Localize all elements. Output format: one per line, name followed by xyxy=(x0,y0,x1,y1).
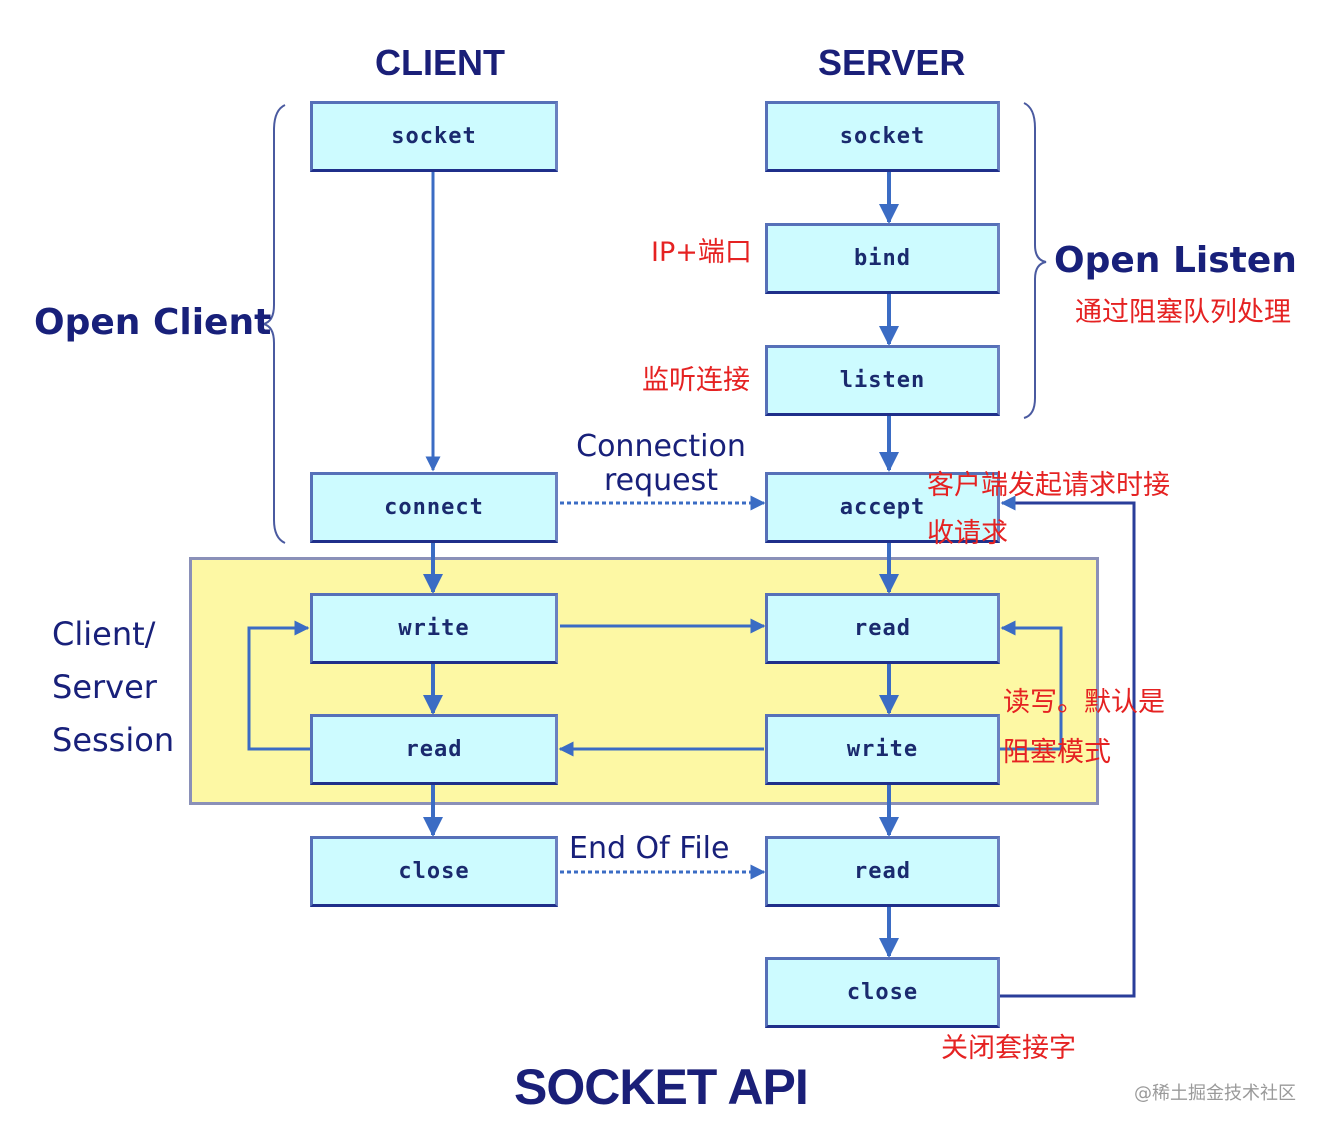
arrow-server-close-loop-to-accept xyxy=(1000,495,1136,998)
open-listen-label: Open Listen xyxy=(1054,240,1297,281)
accept-annotation-line-1: 客户端发起请求时接 xyxy=(927,470,1170,501)
server-column-title: SERVER xyxy=(818,42,966,83)
arrow-server-write-loop-to-read xyxy=(1000,620,1063,751)
connection-request-line-1: Connection xyxy=(576,429,746,464)
connection-request-line-2: request xyxy=(603,463,719,498)
client-column-title: CLIENT xyxy=(375,42,505,83)
client-read-node[interactable]: read xyxy=(310,714,558,785)
connection-request-label: Connection request xyxy=(572,430,750,498)
server-write-node[interactable]: write xyxy=(765,714,1000,785)
server-bind-node[interactable]: bind xyxy=(765,223,1000,294)
close-annotation: 关闭套接字 xyxy=(941,1033,1076,1064)
session-annotation-line-1: 读写。默认是 xyxy=(1003,687,1165,718)
open-client-label: Open Client xyxy=(34,302,272,343)
client-close-node[interactable]: close xyxy=(310,836,558,907)
listen-annotation: 监听连接 xyxy=(642,365,750,396)
open-listen-brace xyxy=(1023,102,1047,419)
client-socket-node[interactable]: socket xyxy=(310,101,558,172)
arrow-client-read-loop-to-write xyxy=(247,620,310,751)
server-read-node[interactable]: read xyxy=(765,593,1000,664)
client-write-node[interactable]: write xyxy=(310,593,558,664)
session-label-line-2: Server xyxy=(52,668,157,706)
client-connect-node[interactable]: connect xyxy=(310,472,558,543)
server-close-node[interactable]: close xyxy=(765,957,1000,1028)
open-client-brace xyxy=(262,104,286,544)
session-annotation-line-2: 阻塞模式 xyxy=(1003,737,1111,768)
client-server-session-label: Client/ Server Session xyxy=(52,608,174,767)
server-listen-node[interactable]: listen xyxy=(765,345,1000,416)
server-accept-node[interactable]: accept xyxy=(765,472,1000,543)
accept-annotation-line-2: 收请求 xyxy=(927,518,1008,549)
open-listen-annotation: 通过阻塞队列处理 xyxy=(1075,297,1291,328)
diagram-title: SOCKET API xyxy=(514,1059,809,1115)
bind-annotation: IP+端口 xyxy=(651,237,752,268)
watermark: @稀土掘金技术社区 xyxy=(1134,1083,1296,1104)
end-of-file-label: End Of File xyxy=(569,831,730,866)
session-label-line-1: Client/ xyxy=(52,615,156,653)
server-socket-node[interactable]: socket xyxy=(765,101,1000,172)
server-read-eof-node[interactable]: read xyxy=(765,836,1000,907)
session-annotation: 读写。默认是 阻塞模式 xyxy=(1003,678,1165,778)
accept-annotation: 客户端发起请求时接 收请求 xyxy=(927,462,1170,558)
session-label-line-3: Session xyxy=(52,721,175,759)
